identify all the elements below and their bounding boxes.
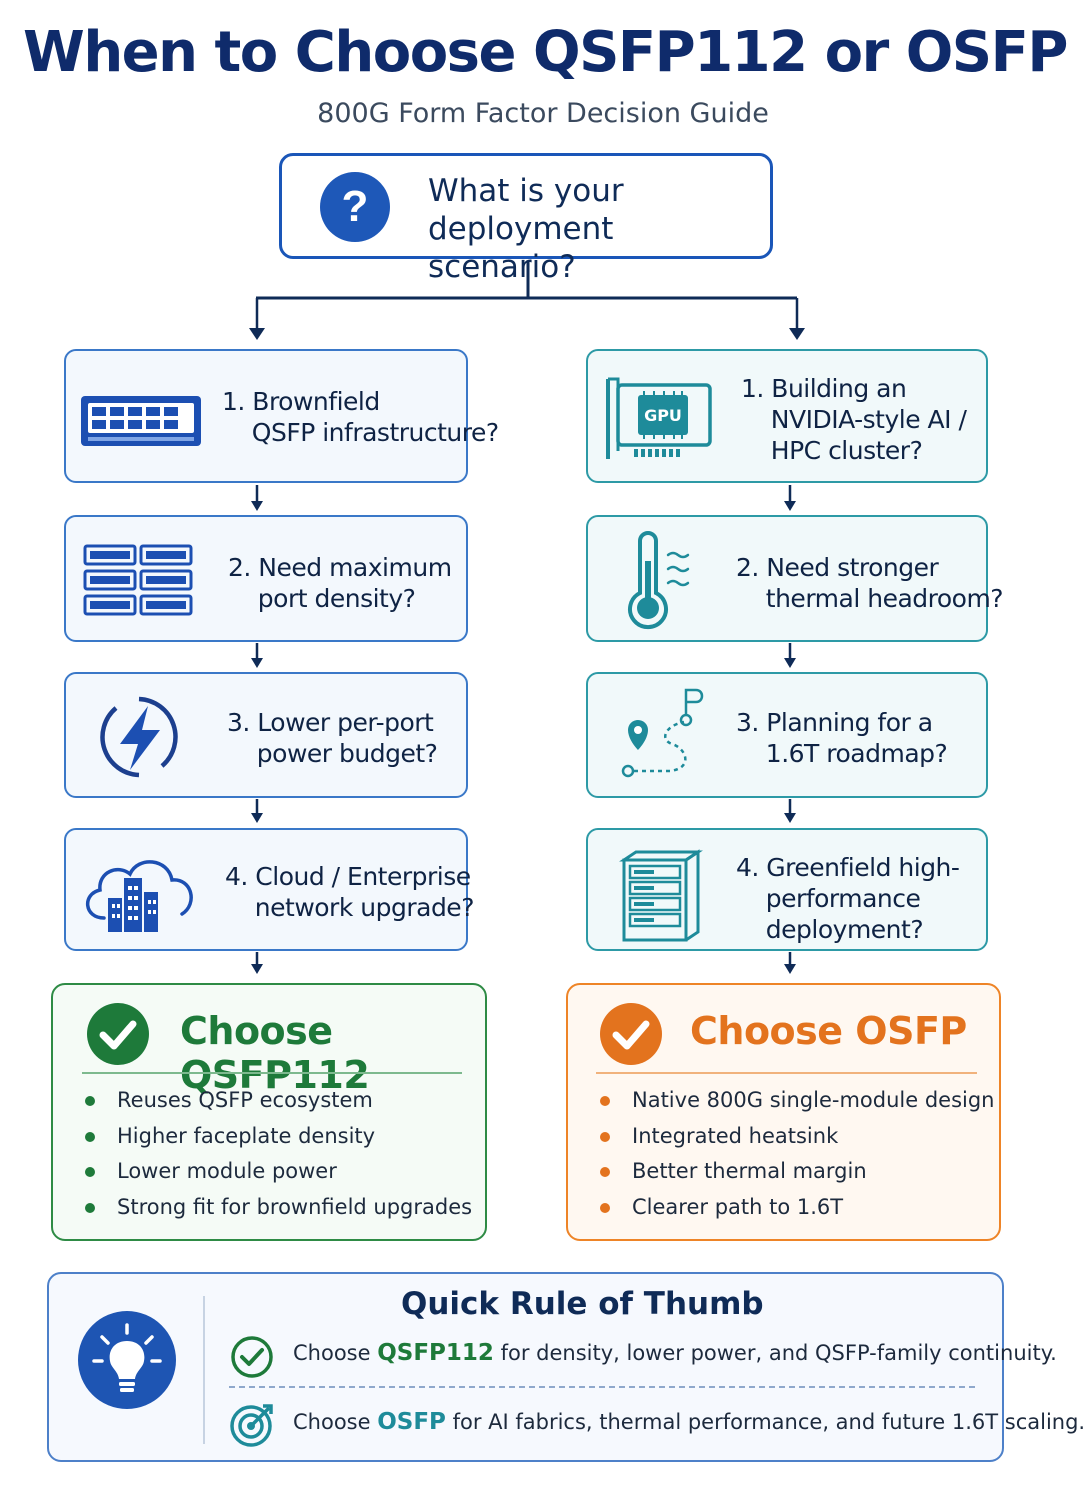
right-step-3: 3. Planning for a 1.6T roadmap? [586,672,988,798]
list-item: Integrated heatsink [600,1119,995,1155]
quick-rule-box: Quick Rule of Thumb Choose QSFP112 for d… [47,1272,1085,1462]
right-step-3-text: 3. Planning for a 1.6T roadmap? [736,708,948,768]
list-item: Reuses QSFP ecosystem [85,1083,472,1119]
connector-arrows [249,298,805,974]
result-qsfp112: Choose QSFP112 Reuses QSFP ecosystem Hig… [51,983,487,1241]
check-circle-icon [600,1003,662,1065]
question-line-1: What is your [428,173,624,209]
divider [82,1072,462,1074]
flow-connectors [249,261,805,974]
list-item: Clearer path to 1.6T [600,1190,995,1226]
list-item: Lower module power [85,1154,472,1190]
gpu-card-icon: GPU [606,377,712,459]
question-text: What is your deployment scenario? [428,172,770,286]
left-step-1-text: 1. Brownfield QSFP infrastructure? [222,387,499,447]
check-circle-icon [87,1003,149,1065]
list-item: Strong fit for brownfield upgrades [85,1190,472,1226]
left-step-4-text: 4. Cloud / Enterprise network upgrade? [225,862,474,922]
question-icon: ? [320,172,390,242]
gpu-label: GPU [644,406,682,425]
page-subtitle: 800G Form Factor Decision Guide [317,98,769,129]
page-title: When to Choose QSFP112 or OSFP [23,20,1068,85]
quick-rule-row-osfp: Choose OSFP for AI fabrics, thermal perf… [293,1409,1086,1435]
left-step-2: 2. Need maximum port density? [64,515,468,642]
port-grid-icon [83,544,193,616]
target-icon [230,1404,273,1447]
left-step-3-text: 3. Lower per-port power budget? [227,708,438,768]
quick-rule-title: Quick Rule of Thumb [401,1286,764,1322]
lightbulb-icon [78,1311,176,1409]
question-line-2: deployment scenario? [428,211,614,285]
left-step-4: 4. Cloud / Enterprise network upgrade? [64,828,474,951]
left-step-3: 3. Lower per-port power budget? [64,672,468,798]
left-step-2-text: 2. Need maximum port density? [228,553,452,613]
left-step-1: 1. Brownfield QSFP infrastructure? [64,349,499,483]
right-step-2: 2. Need stronger thermal headroom? [586,515,1004,642]
question-box: ? What is your deployment scenario? [279,153,773,285]
check-circle-outline-icon [231,1336,273,1378]
result-osfp-title: Choose OSFP [690,1009,967,1053]
osfp-benefits: Native 800G single-module design Integra… [600,1083,995,1225]
thermometer-icon [628,531,690,630]
quick-rule-row-qsfp112: Choose QSFP112 for density, lower power,… [293,1340,1057,1366]
list-item: Higher faceplate density [85,1119,472,1155]
right-step-2-text: 2. Need stronger thermal headroom? [736,553,1004,613]
list-item: Native 800G single-module design [600,1083,995,1119]
divider [203,1296,205,1444]
list-item: Better thermal margin [600,1154,995,1190]
right-step-4: 4. Greenfield high- performance deployme… [586,828,988,951]
lightning-icon [100,696,178,778]
switch-icon [81,396,201,446]
result-qsfp112-title: Choose QSFP112 [180,1009,370,1097]
cloud-building-icon [86,860,193,932]
dashed-divider [229,1386,975,1388]
divider [596,1072,977,1074]
roadmap-pin-icon [621,688,704,778]
qsfp112-benefits: Reuses QSFP ecosystem Higher faceplate d… [85,1083,472,1225]
right-step-1: GPU 1. Building an NVIDIA-style AI / HPC… [586,349,988,483]
server-rack-icon [619,849,703,942]
result-osfp: Choose OSFP Native 800G single-module de… [566,983,1001,1241]
right-step-1-text: 1. Building an NVIDIA-style AI / HPC clu… [741,374,967,465]
right-step-4-text: 4. Greenfield high- performance deployme… [736,853,960,944]
